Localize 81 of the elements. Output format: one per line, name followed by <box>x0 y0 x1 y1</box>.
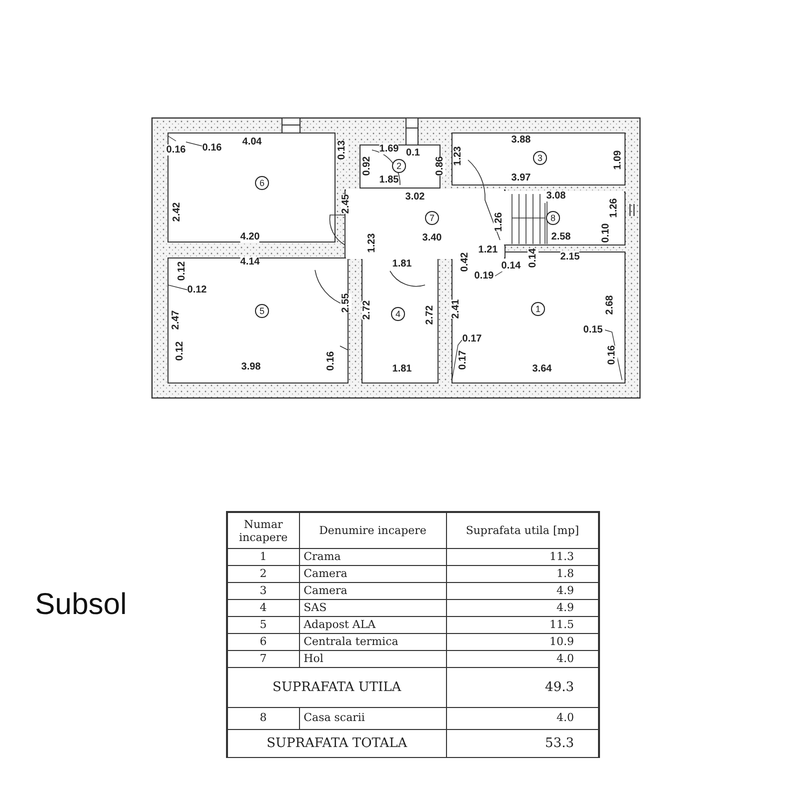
table-cell-text: Camera <box>304 566 348 582</box>
dimension-value: 2.45 <box>340 194 352 214</box>
dimension-value: 2.58 <box>551 232 571 242</box>
dimension-value: 2.41 <box>450 299 462 319</box>
table-cell-text: 4.0 <box>556 710 574 726</box>
dimension-value: 1.26 <box>494 212 504 232</box>
dimension-value: 4.14 <box>240 256 260 268</box>
column-header: Suprafata utila [mp] <box>466 524 580 537</box>
dimension-value: 3.64 <box>532 364 552 374</box>
dimension-value: 0.12 <box>176 261 188 281</box>
dimension-value: 0.86 <box>434 156 446 176</box>
dimension-value: 2.72 <box>424 305 436 325</box>
table-cell-text: 10.9 <box>549 634 574 650</box>
dimension-value: 2.55 <box>340 293 352 313</box>
dimension-value: 1.26 <box>608 198 620 218</box>
dimension-value: 0.16 <box>606 345 618 365</box>
table-cell-text: 4.9 <box>556 600 574 616</box>
dimension-value: 3.08 <box>546 190 566 202</box>
table-cell-text: Crama <box>304 548 341 565</box>
dimension-value: 1.21 <box>478 244 498 256</box>
table-cell-text: 3 <box>260 582 267 599</box>
table-cell-text: 8 <box>260 710 267 726</box>
table-cell-text: 7 <box>260 650 267 667</box>
table-cell-text: 11.5 <box>549 616 574 633</box>
dimension-value: 1.09 <box>612 150 624 170</box>
table-cell-text: 6 <box>260 634 267 650</box>
table-cell-text: 2 <box>260 566 267 582</box>
table-cell-text: Centrala termica <box>304 634 398 650</box>
table-cell-text: SUPRAFATA TOTALA <box>266 734 408 753</box>
column-header: Numar incapere <box>238 518 289 544</box>
dimension-value: 0.16 <box>326 351 336 371</box>
dimension-value: 1.69 <box>379 144 399 154</box>
table-cell-text: Adapost ALA <box>304 616 376 633</box>
dimension-value: 0.42 <box>460 252 470 272</box>
dimension-value: 3.97 <box>511 172 531 184</box>
dimension-value: 2.68 <box>604 295 616 315</box>
dimension-value: 1.23 <box>452 146 464 166</box>
dimension-value: 0.15 <box>583 324 603 336</box>
table-cell-text: 5 <box>260 616 267 633</box>
dimension-value: 0.17 <box>458 350 468 370</box>
dimension-value: 2.47 <box>170 310 182 330</box>
floor-title: Subsol <box>35 588 127 622</box>
table-cell-text: Casa scarii <box>304 710 365 726</box>
table-cell-text: 11.3 <box>549 548 574 565</box>
table-cell-text: Camera <box>304 582 348 599</box>
table-cell-text: SUPRAFATA UTILA <box>272 678 402 697</box>
dimension-value: 2.72 <box>362 300 372 320</box>
dimension-value: 1.23 <box>366 233 378 253</box>
table-cell-text: 4.0 <box>556 650 574 667</box>
dimension-value: 2.42 <box>172 202 182 222</box>
dimension-value: 0.92 <box>362 156 372 176</box>
dimension-value: 4.04 <box>242 136 262 148</box>
dimension-value: 3.40 <box>422 232 442 244</box>
table-cell-text: 1 <box>260 548 267 565</box>
table-cell-text: Hol <box>304 650 324 667</box>
table-cell-text: SAS <box>304 600 327 616</box>
dimension-value: 0.10 <box>600 223 612 243</box>
dimension-value: 0.16 <box>166 144 186 156</box>
table-cell-text: 4.9 <box>556 582 574 599</box>
dimension-value: 0.1 <box>406 148 420 158</box>
dimension-value: 2.15 <box>560 252 580 262</box>
table-cell-text: 1.8 <box>556 566 574 582</box>
dimension-value: 0.12 <box>187 284 207 296</box>
dimension-value: 3.88 <box>511 134 531 146</box>
dimension-value: 0.17 <box>462 334 482 344</box>
dimension-value: 0.14 <box>501 260 521 272</box>
dimension-value: 4.20 <box>240 232 260 242</box>
table-cell-text: 4 <box>260 600 267 616</box>
dimension-value: 0.16 <box>202 142 222 154</box>
table-cell-text: 49.3 <box>545 678 574 697</box>
table-cell-text: 53.3 <box>545 734 574 753</box>
dimension-value: 3.98 <box>241 362 261 372</box>
column-header: Denumire incapere <box>319 524 426 537</box>
dimension-value: 1.81 <box>392 258 412 270</box>
dimension-value: 0.14 <box>528 248 538 268</box>
dimension-value: 0.19 <box>474 270 494 282</box>
dimension-value: 0.13 <box>336 140 348 160</box>
dimension-value: 3.02 <box>405 192 425 202</box>
dimension-value: 1.81 <box>392 364 412 374</box>
dimension-value: 0.12 <box>174 341 186 361</box>
dimension-value: 1.85 <box>379 174 399 186</box>
